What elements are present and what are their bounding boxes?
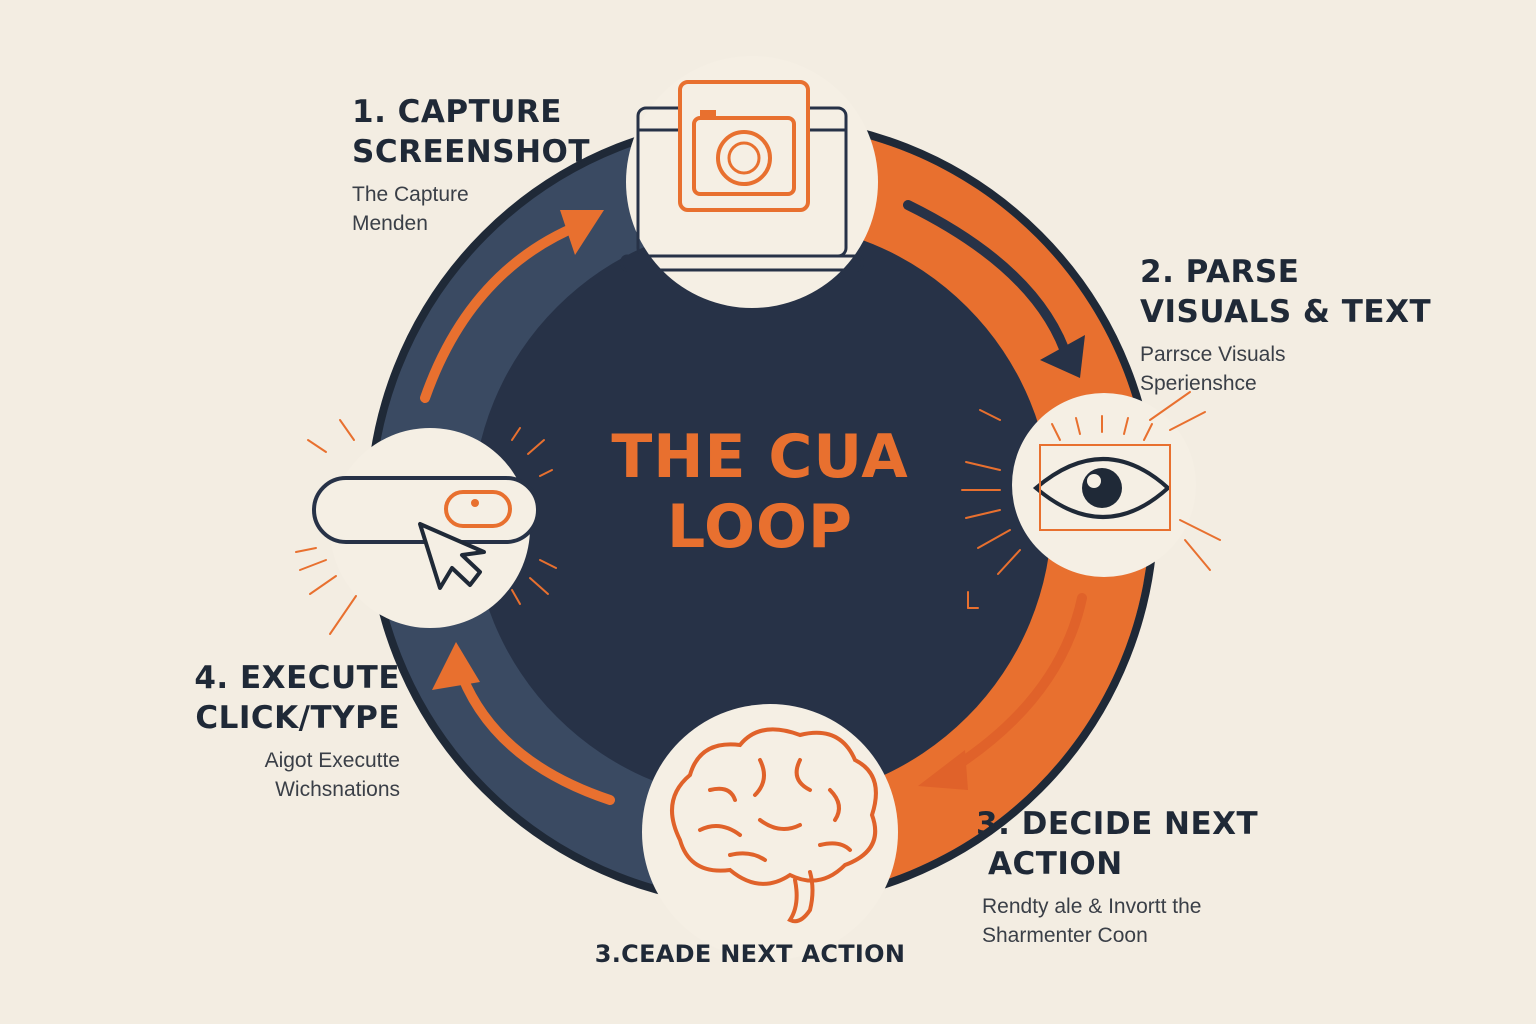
step-4-desc-line2: Wichsnations	[275, 778, 400, 801]
arrow-capture-to-parse	[903, 200, 1073, 365]
arrow-head-decide	[918, 750, 968, 790]
step-2-title-line1: 2. PARSE	[1140, 254, 1300, 290]
step-4-label: 4. EXECUTE CLICK/TYPE Aigot Executte Wic…	[150, 658, 400, 804]
step-2-desc-line2: Sperienshce	[1140, 372, 1257, 395]
arrow-execute-to-capture	[420, 220, 585, 403]
camera-screen-icon	[620, 80, 864, 272]
loop-arrows	[420, 200, 1087, 805]
step-4-title-line2: CLICK/TYPE	[195, 700, 400, 736]
step-3-label: 3. DECIDE NEXT ACTION Rendty ale & Invor…	[976, 804, 1258, 950]
step-3-title-line2: ACTION	[988, 846, 1123, 882]
center-title-line1: THE CUA	[611, 422, 909, 492]
step-1-label: 1. CAPTURE SCREENSHOT The Capture Menden	[352, 92, 590, 238]
step-3-desc-line2: Sharmenter Coon	[982, 924, 1148, 947]
cursor-click-icon	[295, 419, 557, 635]
node-execute	[295, 419, 557, 635]
step-3-desc-line1: Rendty ale & Invortt the	[982, 895, 1202, 918]
brain-icon	[670, 727, 878, 924]
node-parse	[961, 391, 1221, 609]
step-2-title-line2: VISUALS & TEXT	[1140, 294, 1432, 330]
arrow-parse-to-decide	[945, 593, 1087, 775]
step-2-label: 2. PARSE VISUALS & TEXT Parrsce Visuals …	[1140, 252, 1431, 398]
step-1-desc-line2: Menden	[352, 212, 428, 235]
step-4-title-line1: 4. EXECUTE	[194, 660, 400, 696]
center-title: THE CUA LOOP	[560, 422, 960, 562]
node-decide	[642, 704, 898, 960]
step-1-desc-line1: The Capture	[352, 183, 469, 206]
arrow-decide-to-execute	[453, 660, 615, 805]
node-capture	[620, 56, 878, 308]
bottom-caption: 3.CEADE NEXT ACTION	[594, 940, 906, 968]
arrow-head-parse	[1040, 335, 1085, 378]
eye-icon	[961, 391, 1221, 609]
step-1-title-line1: 1. CAPTURE	[352, 94, 562, 130]
center-title-line2: LOOP	[666, 492, 854, 562]
step-2-desc-line1: Parrsce Visuals	[1140, 343, 1286, 366]
arrow-head-capture	[560, 210, 604, 255]
step-1-title-line2: SCREENSHOT	[352, 134, 591, 170]
step-4-desc-line1: Aigot Executte	[264, 749, 400, 772]
arrow-head-execute	[432, 642, 480, 690]
step-3-title-line1: 3. DECIDE NEXT	[976, 806, 1259, 842]
center-disc	[472, 222, 1052, 802]
